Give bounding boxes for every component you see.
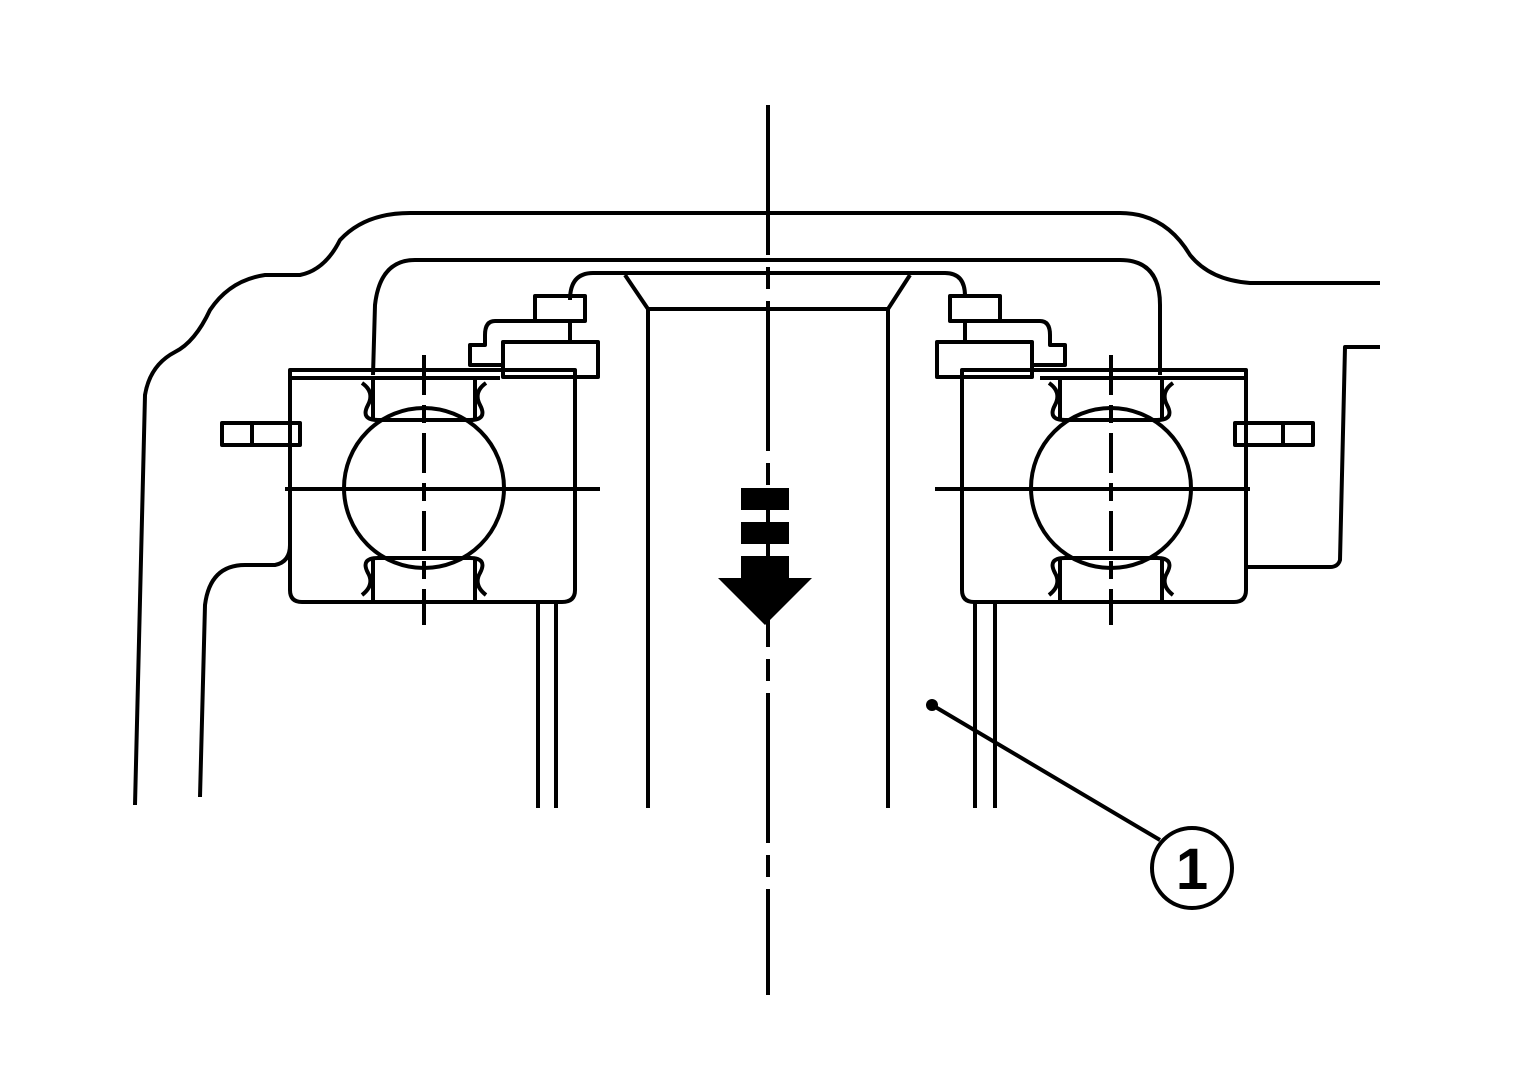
shaft-top-inner-line — [568, 271, 967, 301]
housing-right-step — [1248, 345, 1380, 569]
right-snap-ring — [1233, 421, 1315, 447]
shaft-top-chamfer — [623, 273, 912, 808]
dashed-down-arrow-icon — [718, 488, 812, 625]
right-seal-upper — [948, 294, 1002, 323]
inner-cover-contour — [371, 258, 1162, 376]
left-bearing — [220, 294, 600, 808]
right-seal-lower — [935, 340, 1034, 379]
callout-number: 1 — [1176, 837, 1208, 902]
callout-circle — [1150, 826, 1234, 910]
right-bearing — [935, 294, 1315, 808]
housing-outer-contour — [133, 211, 1380, 806]
left-seal-lower — [501, 340, 600, 379]
left-seal-upper — [533, 294, 587, 323]
left-snap-ring — [220, 421, 302, 447]
housing-left-bore — [198, 544, 292, 798]
callout-1: 1 — [926, 699, 1234, 910]
callout-leader-line — [930, 703, 1162, 842]
